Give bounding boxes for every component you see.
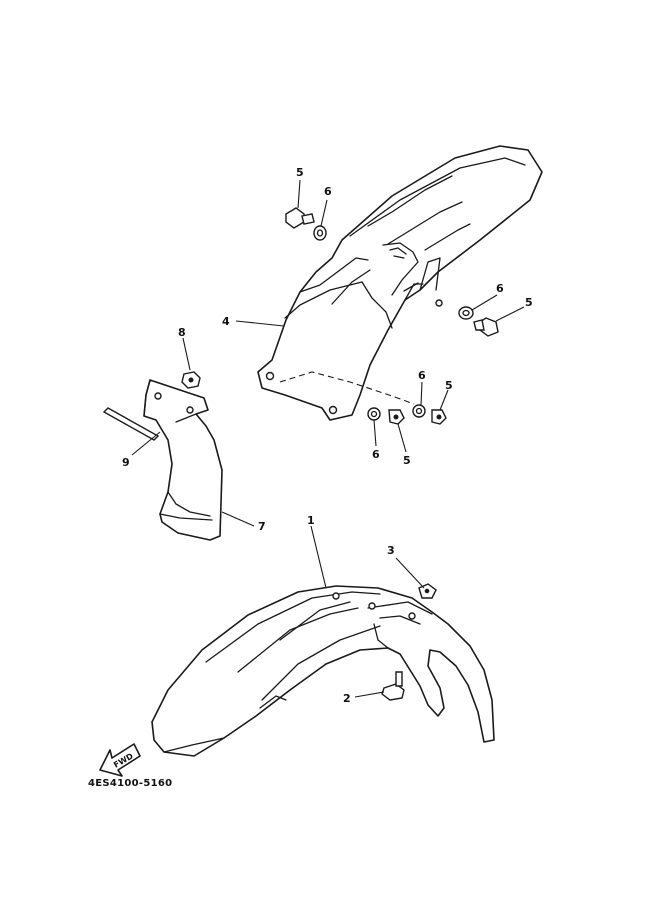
callout-4: 4 [222,315,230,328]
callout-6-lower-right: 6 [418,369,426,382]
collar-6-lower-right [412,404,426,418]
drawing-code: 4ES4100-5160 [88,778,173,789]
bolt-8 [181,371,201,389]
strip-9 [102,407,160,441]
callout-6-top: 6 [324,185,332,198]
rear-fender [257,145,543,421]
callout-3: 3 [387,544,395,557]
collar-6-right [458,306,474,320]
bolt-5-lower-right [431,409,447,425]
callout-5-lower: 5 [403,454,411,467]
bolt-5-right [473,317,499,337]
callout-1: 1 [307,514,315,527]
callout-2: 2 [343,692,351,705]
callout-7: 7 [258,520,266,533]
mud-flap [143,379,223,541]
bolt-5-lower [388,409,405,425]
callout-5-right: 5 [525,296,533,309]
leader-lines [131,179,525,698]
bolt-5-top [285,207,315,229]
callout-6-right: 6 [496,282,504,295]
callout-5-top: 5 [296,166,304,179]
collar-6-lower [367,407,381,421]
bolt-2 [381,671,405,701]
callout-6-lower: 6 [372,448,380,461]
collar-6-top [313,225,327,241]
callout-5-lower-right: 5 [445,379,453,392]
callout-8: 8 [178,326,186,339]
front-fender [151,585,495,757]
fwd-arrow: FWD [99,743,141,777]
callout-9: 9 [122,456,130,469]
